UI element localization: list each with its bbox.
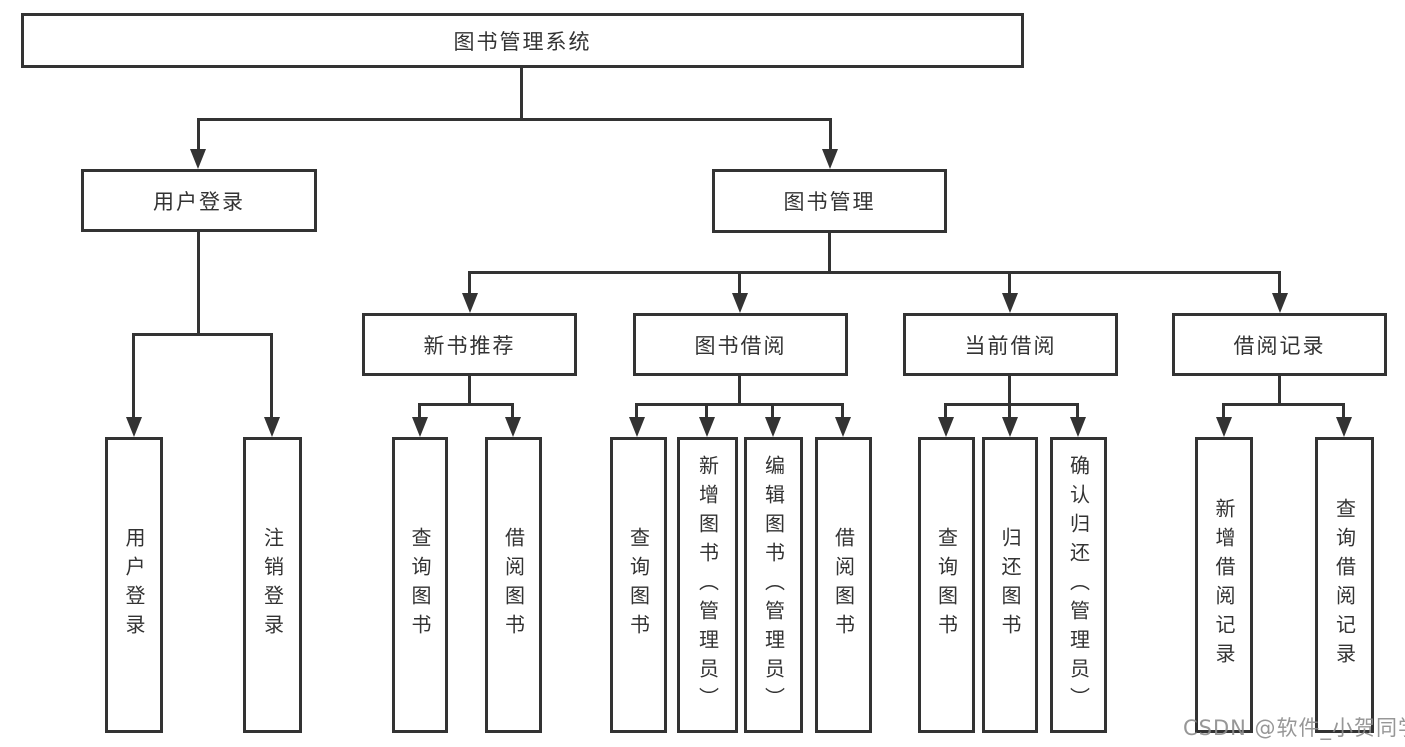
- node-label: 确认归还（管理员）: [1066, 454, 1091, 716]
- arrow-down-icon: [1002, 417, 1018, 437]
- leaf-return-books: 归还图书: [982, 437, 1038, 733]
- node-label: 图书管理: [783, 190, 876, 214]
- arrow-down-icon: [1336, 417, 1352, 437]
- leaf-borrow-books: 借阅图书: [815, 437, 872, 733]
- leaf-query-books: 查询图书: [610, 437, 667, 733]
- node-library-management-system: 图书管理系统: [21, 13, 1024, 68]
- node-label: 注销登录: [260, 527, 285, 643]
- leaf-borrow-books: 借阅图书: [485, 437, 542, 733]
- leaf-query-books: 查询图书: [392, 437, 448, 733]
- leaf-edit-books-admin: 编辑图书（管理员）: [744, 437, 803, 733]
- leaf-query-borrow-record: 查询借阅记录: [1315, 437, 1374, 733]
- node-label: 借阅图书: [831, 527, 856, 643]
- node-label: 编辑图书（管理员）: [761, 454, 786, 716]
- arrow-down-icon: [765, 417, 781, 437]
- leaf-logout: 注销登录: [243, 437, 302, 733]
- arrow-down-icon: [938, 417, 954, 437]
- node-current-borrowing: 当前借阅: [903, 313, 1118, 376]
- node-user-login: 用户登录: [81, 169, 317, 232]
- arrow-down-icon: [699, 417, 715, 437]
- arrow-down-icon: [732, 293, 748, 313]
- arrow-down-icon: [629, 417, 645, 437]
- node-label: 借阅记录: [1233, 333, 1326, 358]
- arrow-down-icon: [1070, 417, 1086, 437]
- arrow-down-icon: [835, 417, 851, 437]
- arrow-down-icon: [1002, 293, 1018, 313]
- arrow-down-icon: [264, 417, 280, 437]
- node-label: 新书推荐: [423, 333, 516, 358]
- node-new-book-recommend: 新书推荐: [362, 313, 577, 376]
- node-label: 新增借阅记录: [1212, 498, 1236, 672]
- node-label: 当前借阅: [964, 333, 1057, 358]
- leaf-add-books-admin: 新增图书（管理员）: [677, 437, 738, 733]
- csdn-watermark: CSDN @软件_小贺同学: [1183, 716, 1405, 740]
- leaf-add-borrow-record: 新增借阅记录: [1195, 437, 1253, 733]
- node-label: 用户登录: [122, 527, 146, 643]
- node-label: 新增图书（管理员）: [695, 454, 720, 716]
- leaf-user-login: 用户登录: [105, 437, 163, 733]
- arrow-down-icon: [1272, 293, 1288, 313]
- node-label: 图书借阅: [694, 333, 787, 358]
- arrow-down-icon: [190, 149, 206, 169]
- node-label: 查询图书: [408, 527, 432, 643]
- leaf-confirm-return-admin: 确认归还（管理员）: [1050, 437, 1107, 733]
- node-book-management: 图书管理: [712, 169, 947, 233]
- node-label: 归还图书: [998, 527, 1022, 643]
- leaf-query-books: 查询图书: [918, 437, 975, 733]
- node-label: 借阅图书: [501, 527, 526, 643]
- arrow-down-icon: [1216, 417, 1232, 437]
- arrow-down-icon: [822, 149, 838, 169]
- node-label: 图书管理系统: [453, 29, 592, 54]
- node-label: 查询图书: [626, 527, 651, 643]
- node-label: 用户登录: [153, 189, 245, 214]
- arrow-down-icon: [462, 293, 478, 313]
- node-book-borrowing: 图书借阅: [633, 313, 848, 376]
- arrow-down-icon: [126, 417, 142, 437]
- node-label: 查询图书: [934, 527, 959, 643]
- arrow-down-icon: [505, 417, 521, 437]
- node-label: 查询借阅记录: [1332, 498, 1357, 672]
- node-borrowing-records: 借阅记录: [1172, 313, 1387, 376]
- arrow-down-icon: [412, 417, 428, 437]
